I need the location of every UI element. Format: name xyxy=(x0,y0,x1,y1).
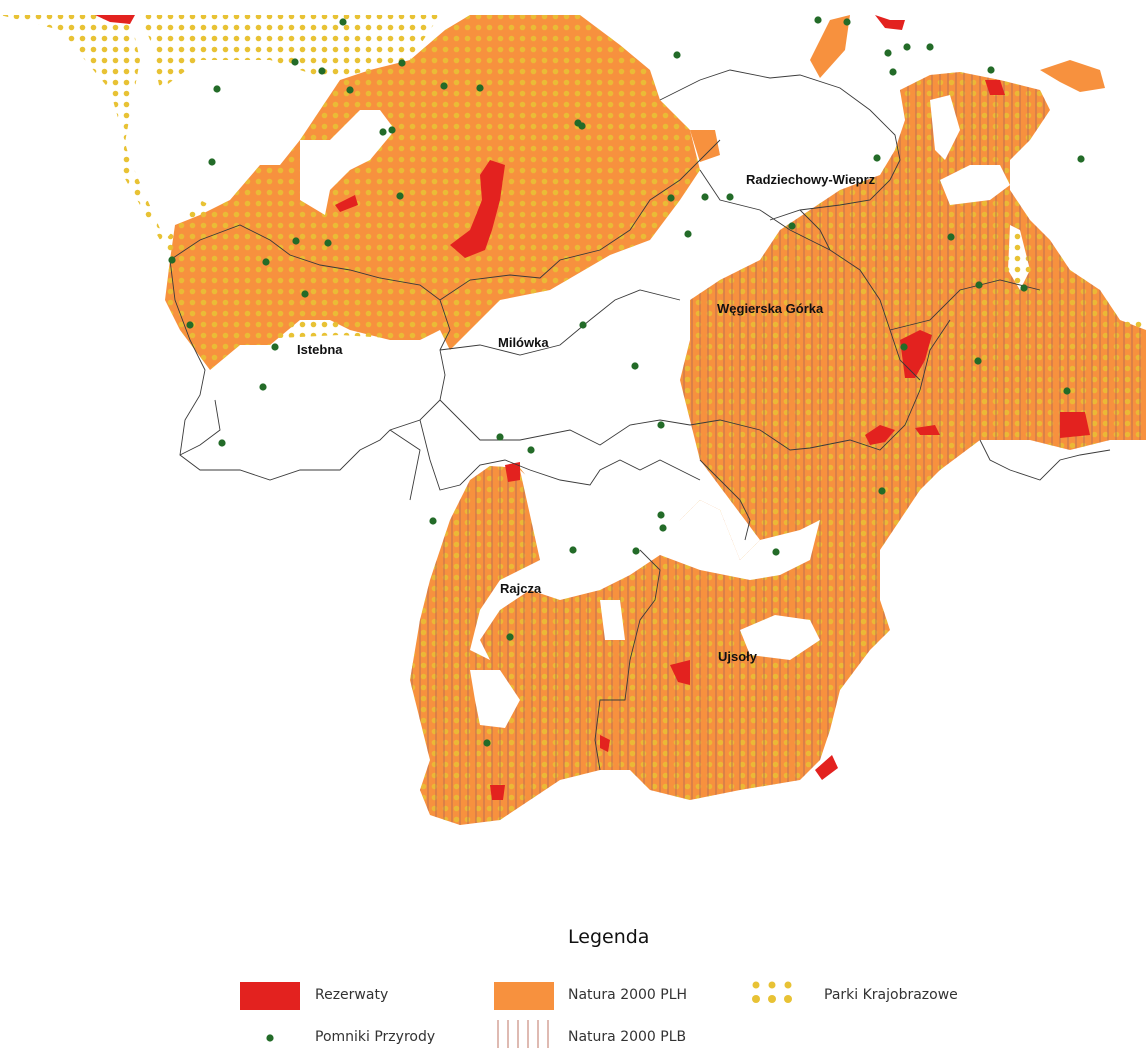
legend-label-natura-plb: Natura 2000 PLB xyxy=(568,1029,687,1045)
green-dot-symbol-icon xyxy=(266,1034,274,1042)
town-label-radziechowy-wieprz: Radziechowy-Wieprz xyxy=(746,172,876,187)
town-label-istebna: Istebna xyxy=(297,342,343,357)
orange-fill-swatch-icon xyxy=(494,982,554,1010)
town-label-rajcza: Rajcza xyxy=(500,581,542,596)
legend-label-rezerwaty: Rezerwaty xyxy=(315,987,389,1003)
yellow-dot-pattern-swatch-icon xyxy=(752,981,792,1003)
map-canvas[interactable]: Istebna Milówka Radziechowy-Wieprz Węgie… xyxy=(0,0,1146,860)
red-fill-swatch-icon xyxy=(240,982,300,1010)
town-label-milowka: Milówka xyxy=(498,335,549,350)
legend-title: Legenda xyxy=(568,926,650,948)
legend-label-pomniki: Pomniki Przyrody xyxy=(315,1029,436,1045)
vertical-hatch-swatch-icon xyxy=(497,1020,549,1048)
town-labels: Istebna Milówka Radziechowy-Wieprz Węgie… xyxy=(297,172,876,664)
natura-plh-layer xyxy=(165,15,1146,825)
legend-label-natura-plh: Natura 2000 PLH xyxy=(568,987,688,1003)
unprotected-gaps xyxy=(300,95,1030,728)
reserve-layer xyxy=(95,15,1090,800)
municipality-boundaries xyxy=(169,69,1111,771)
natural-monuments-layer xyxy=(168,16,1085,747)
legend-label-parki: Parki Krajobrazowe xyxy=(824,987,958,1003)
town-label-wegierska-gorka: Węgierska Górka xyxy=(717,301,824,316)
town-label-ujsoly: Ujsoły xyxy=(718,649,758,664)
